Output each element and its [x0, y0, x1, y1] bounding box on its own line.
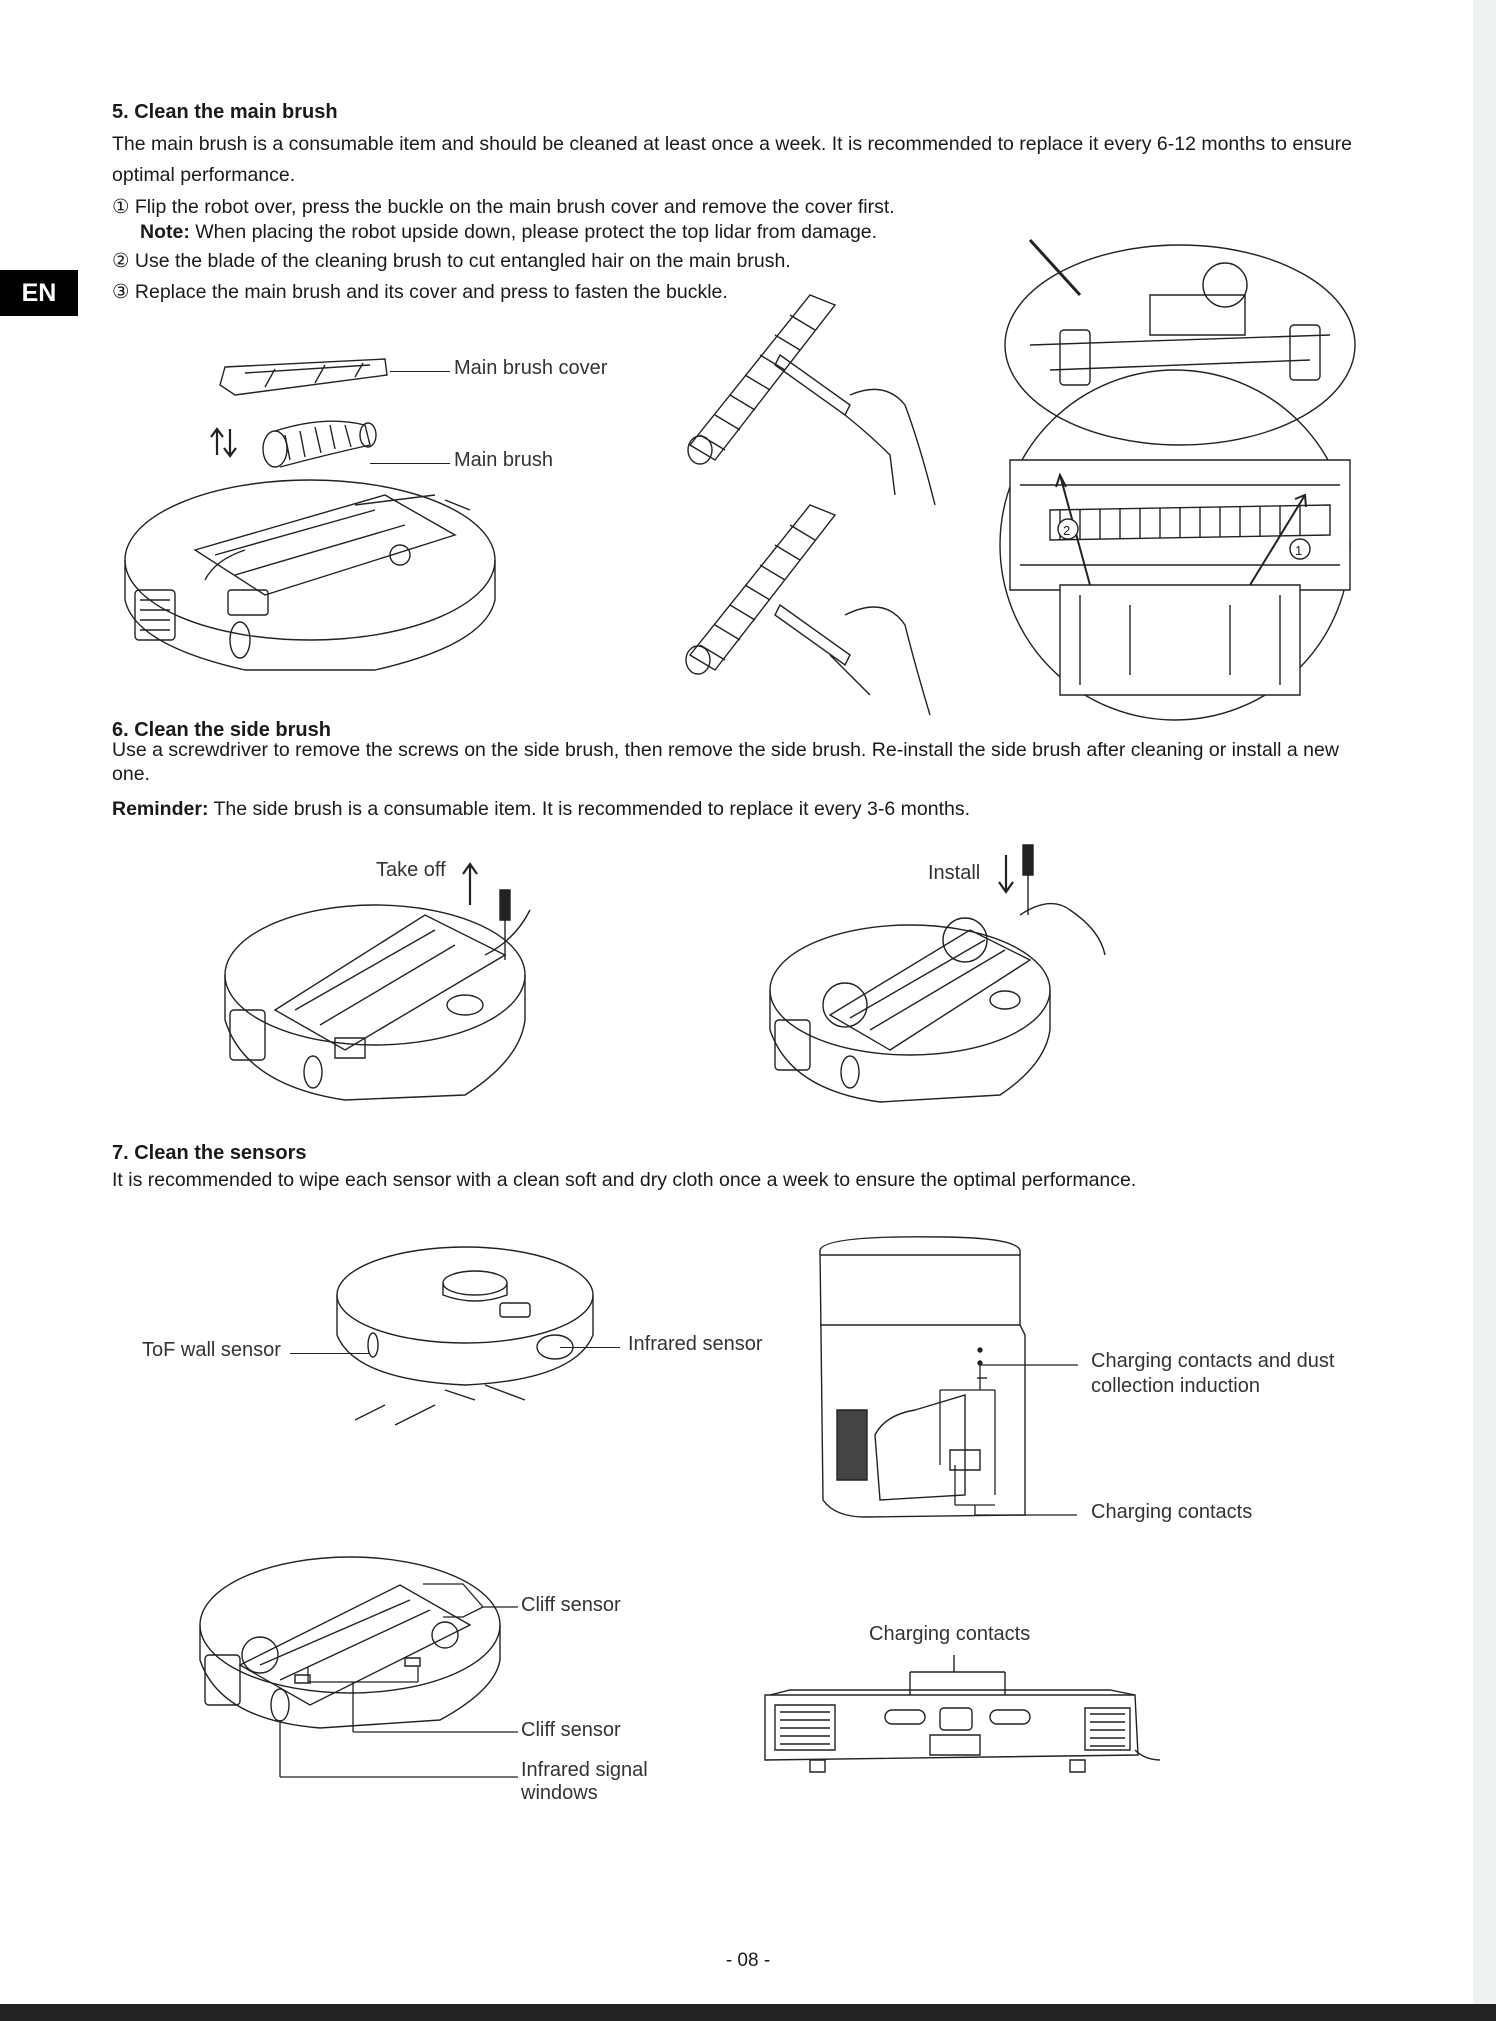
- language-tab: EN: [0, 270, 78, 316]
- dock-leader-lines: [935, 1355, 1080, 1515]
- tof-wall-sensor-label: ToF wall sensor: [142, 1339, 281, 1361]
- marker-2: 2: [1063, 523, 1070, 538]
- section5-intro: The main brush is a consumable item and …: [112, 133, 1353, 186]
- section7-text: It is recommended to wipe each sensor wi…: [112, 1169, 1137, 1191]
- section5-heading: 5. Clean the main brush: [112, 101, 338, 123]
- marker-1: 1: [1295, 543, 1302, 558]
- charging-dust-label-1: Charging contacts and dust: [1091, 1350, 1335, 1372]
- infrared-sensor-label: Infrared sensor: [628, 1333, 763, 1355]
- ir-windows-label-1: Infrared signal: [521, 1759, 648, 1781]
- charging-dust-label-2: collection induction: [1091, 1375, 1260, 1397]
- station-charging-contacts-label: Charging contacts: [1091, 1501, 1253, 1523]
- section5-step3: ③ Replace the main brush and its cover a…: [112, 281, 728, 303]
- robot-top-view-figure: [335, 1245, 595, 1420]
- robot-cliff-sensor-figure: [200, 1545, 520, 1730]
- page-number: - 08 -: [725, 1950, 771, 1971]
- section5-step2: ② Use the blade of the cleaning brush to…: [112, 250, 791, 272]
- section6-heading: 6. Clean the side brush: [112, 719, 331, 741]
- base-charging-contacts-label: Charging contacts: [869, 1623, 1031, 1645]
- cliff-leader-lines: [278, 1582, 518, 1782]
- main-brush-exploded-figure: [125, 345, 505, 680]
- brush-leader-line: [370, 463, 450, 464]
- main-brush-cover-label: Main brush cover: [454, 357, 608, 379]
- tof-leader-line: [290, 1353, 370, 1354]
- take-off-label: Take off: [376, 859, 446, 881]
- main-brush-label: Main brush: [454, 449, 553, 471]
- section6-text: Use a screwdriver to remove the screws o…: [112, 739, 1339, 785]
- cliff-sensor-label-bottom: Cliff sensor: [521, 1719, 621, 1741]
- viewer-bottom-bar: [0, 2004, 1496, 2021]
- section6-reminder: Reminder: The side brush is a consumable…: [112, 794, 970, 825]
- section7-heading: 7. Clean the sensors: [112, 1142, 307, 1164]
- side-brush-install-figure: [770, 840, 1110, 1105]
- install-label: Install: [928, 862, 981, 884]
- side-brush-take-off-figure: [225, 860, 535, 1105]
- page-edge-strip: [1473, 0, 1496, 2021]
- note-label: Note:: [140, 221, 190, 243]
- ir-windows-label-2: windows: [521, 1782, 598, 1804]
- dock-base-figure: [760, 1650, 1160, 1795]
- dock-station-figure: [815, 1235, 1085, 1520]
- section5-note: Note: When placing the robot upside down…: [140, 217, 877, 248]
- note-text: When placing the robot upside down, plea…: [189, 221, 878, 243]
- brush-cleaning-hands-figure: [670, 285, 950, 715]
- section5-step1: ① Flip the robot over, press the buckle …: [112, 196, 895, 218]
- reminder-label: Reminder:: [112, 798, 209, 820]
- cover-leader-line: [390, 371, 450, 372]
- reminder-text: The side brush is a consumable item. It …: [208, 798, 971, 820]
- infrared-leader-line: [560, 1347, 620, 1348]
- cliff-sensor-label-top: Cliff sensor: [521, 1594, 621, 1616]
- robot-underside-figure: 2 1: [1000, 235, 1365, 725]
